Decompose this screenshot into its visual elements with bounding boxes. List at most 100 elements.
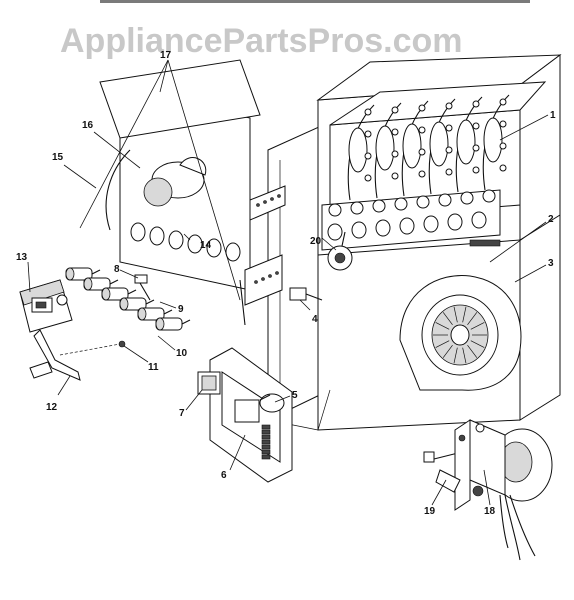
burner-port: [399, 217, 415, 235]
terminal: [261, 424, 271, 430]
burner-port: [460, 191, 474, 205]
callout-2: 2: [548, 214, 554, 225]
callout-18: 18: [484, 506, 496, 517]
tube-port: [418, 148, 426, 156]
terminal: [261, 454, 271, 460]
panel-hole: [225, 242, 241, 262]
bracket-hole: [275, 271, 279, 275]
callout-15: 15: [52, 152, 64, 163]
heat-exchanger: [321, 81, 547, 251]
burner-port: [438, 193, 452, 207]
bracket-hole: [254, 280, 258, 284]
bracket-hole: [270, 197, 274, 201]
tube-port: [499, 120, 507, 128]
terminal: [261, 439, 271, 445]
tube-port: [445, 124, 453, 132]
callout-11: 11: [148, 362, 159, 373]
burner-port: [327, 223, 343, 241]
burner-port: [416, 195, 430, 209]
tube-port: [364, 174, 372, 182]
terminal: [261, 429, 271, 435]
blower-fin: [442, 312, 453, 326]
blower-fin: [435, 340, 450, 348]
callout-4: 4: [312, 314, 318, 325]
panel-hole: [130, 222, 146, 242]
heat-exchanger-cell: [348, 127, 368, 173]
burner-port: [328, 203, 342, 217]
burner-port: [482, 189, 496, 203]
burner: [155, 317, 191, 331]
tube-port: [472, 144, 480, 152]
control-board: [197, 347, 293, 483]
gas-valve: [19, 279, 73, 333]
blower-fin: [470, 322, 485, 330]
motor-mount-bracket: [454, 419, 471, 511]
burner: [101, 287, 137, 301]
tube-port: [445, 146, 453, 154]
tube-port: [499, 164, 507, 172]
heat-exchanger-cell: [402, 123, 422, 169]
bracket-hole: [261, 277, 265, 281]
callout-9: 9: [178, 304, 184, 315]
tube-port: [445, 168, 453, 176]
heat-exchanger-cell: [483, 117, 503, 163]
callout-7: 7: [179, 408, 185, 419]
tube-port: [418, 126, 426, 134]
burner-panel: [99, 59, 286, 326]
callout-20: 20: [310, 236, 322, 247]
blower-fin: [462, 347, 467, 364]
terminal: [261, 444, 271, 450]
callout-3: 3: [548, 258, 554, 269]
mount-bolt: [458, 434, 466, 442]
tube-port: [364, 130, 372, 138]
callout-19: 19: [424, 506, 436, 517]
bracket-hole: [263, 200, 267, 204]
blower-assembly: [399, 239, 522, 391]
orifice: [134, 274, 151, 301]
burner-port: [423, 215, 439, 233]
heat-exchanger-cell: [456, 119, 476, 165]
callout-13: 13: [16, 252, 28, 263]
callout-1: 1: [550, 110, 556, 121]
panel-hole: [149, 226, 165, 246]
burner-port: [394, 197, 408, 211]
blower-fin: [453, 306, 458, 323]
burner: [119, 297, 155, 311]
burner-port: [375, 219, 391, 237]
blower-fin: [467, 312, 478, 326]
callout-16: 16: [82, 120, 94, 131]
tube-port: [445, 102, 453, 110]
tube-port: [364, 108, 372, 116]
tube-port: [391, 172, 399, 180]
callout-8: 8: [114, 264, 120, 275]
callout-10: 10: [176, 348, 188, 359]
callout-labels: 1 2 3 4 5 6 7 8 9 10 11 12 13 14 15 16 1…: [16, 50, 556, 517]
tube-port: [391, 106, 399, 114]
tube-port: [472, 100, 480, 108]
burner-port: [351, 221, 367, 239]
blower-fin: [442, 344, 453, 358]
callout-leaders: [27, 59, 549, 506]
terminal: [261, 449, 271, 455]
bracket-hole: [256, 203, 260, 207]
tube-port: [391, 150, 399, 158]
tube-port: [472, 122, 480, 130]
burner-port: [350, 201, 364, 215]
blower-fin: [470, 340, 485, 348]
blower-fin: [467, 344, 478, 358]
burner: [83, 277, 119, 291]
blower-fin: [462, 306, 467, 323]
callout-17: 17: [160, 50, 172, 61]
callout-6: 6: [221, 470, 227, 481]
screw: [59, 340, 126, 356]
burner-port: [447, 213, 463, 231]
callout-5: 5: [292, 390, 298, 401]
tube-port: [391, 128, 399, 136]
burners: [65, 267, 191, 331]
blower-fin: [453, 347, 458, 364]
tube-port: [418, 104, 426, 112]
burner: [65, 267, 101, 281]
gas-pipe: [29, 329, 81, 381]
tube-port: [499, 142, 507, 150]
